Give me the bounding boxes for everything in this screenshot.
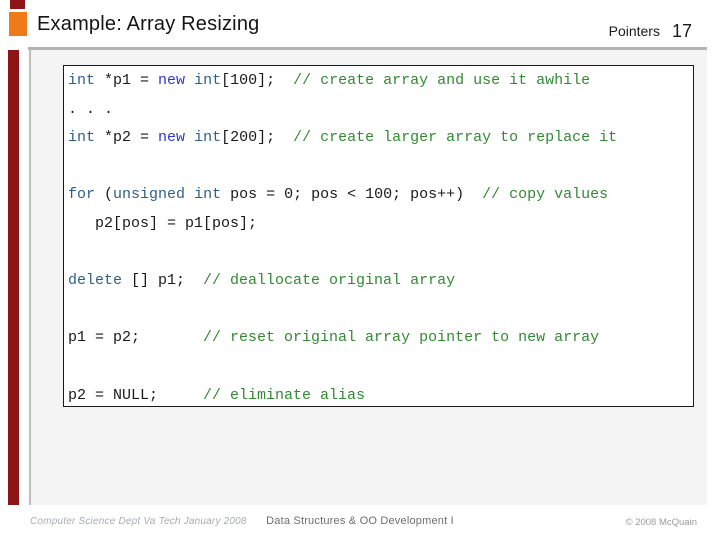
code-line [68, 296, 689, 325]
code-line [68, 353, 689, 382]
header-rule [28, 47, 707, 50]
page-number: 17 [671, 21, 692, 41]
orange-accent-chip [9, 12, 27, 36]
section-label: Pointers [608, 23, 660, 39]
code-line: . . . [68, 100, 114, 118]
footer-left: Computer Science Dept Va Tech January 20… [30, 516, 247, 527]
red-accent-chip [10, 0, 25, 9]
code-line: for (unsigned int pos = 0; pos < 100; po… [68, 186, 609, 204]
code-line [68, 153, 689, 182]
footer: Computer Science Dept Va Tech January 20… [0, 513, 720, 533]
header-right: Pointers 17 [609, 0, 692, 42]
page-title: Example: Array Resizing [37, 13, 260, 35]
code-line: p2[pos] = p1[pos]; [68, 214, 258, 232]
footer-right: © 2008 McQuain [625, 517, 697, 528]
code-line [68, 239, 689, 268]
code-line: p1 = p2; // reset original array pointer… [68, 329, 600, 347]
code-line: int *p1 = new int[100]; // create array … [68, 72, 591, 89]
side-accent-bar [8, 50, 19, 505]
code-line: delete [] p1; // deallocate original arr… [68, 272, 456, 290]
code-line: p2 = NULL; // eliminate alias [68, 386, 366, 404]
code-line: int *p2 = new int[200]; // create larger… [68, 129, 618, 147]
footer-center: Data Structures & OO Development I [266, 515, 454, 527]
code-box: int *p1 = new int[100]; // create array … [63, 65, 694, 407]
